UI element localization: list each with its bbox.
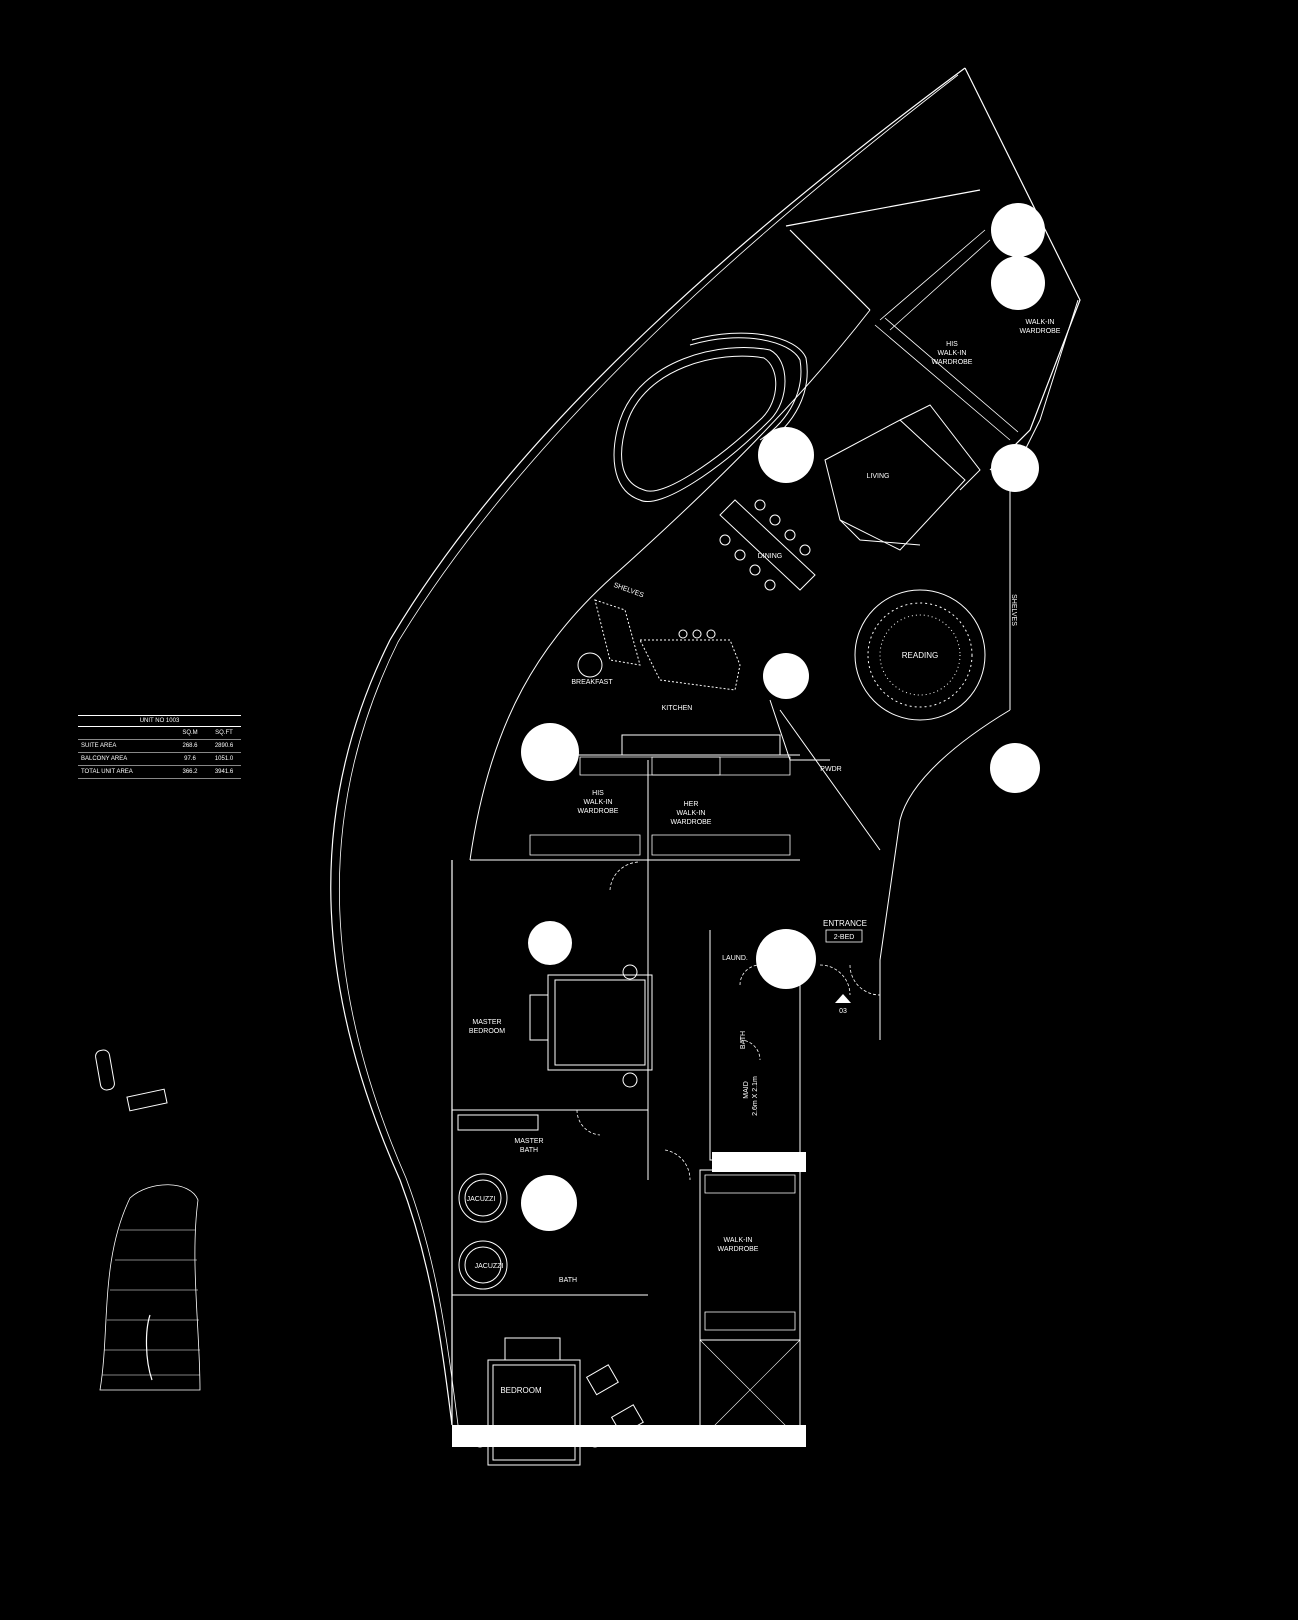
kitchen-island [577, 599, 781, 756]
reading-lounge [854, 589, 986, 721]
area-table-cell: 268.6 [182, 743, 198, 749]
marker-circle [528, 921, 572, 965]
marker-circle [991, 256, 1045, 310]
area-table-cell: 3941.6 [214, 769, 234, 775]
label-his-walkin-top-1: HIS [946, 341, 958, 348]
label-her-walkin-2: WALK-IN [677, 810, 706, 817]
label-reading: READING [902, 651, 938, 660]
marker-circle [758, 427, 814, 483]
label-walkin-right-1: WALK-IN [1026, 319, 1055, 326]
label-shelves-right: SHELVES [1010, 594, 1017, 626]
label-laundry: LAUND. [722, 955, 748, 962]
area-table-cell: 366.2 [182, 769, 198, 775]
label-his-walkin-top-3: WARDROBE [932, 359, 973, 366]
label-walkin-wardrobe-1: WALK-IN [724, 1237, 753, 1244]
label-master-bath-2: BATH [520, 1147, 538, 1154]
dining-table [719, 499, 816, 591]
area-table-cell: SUITE AREA [81, 743, 117, 749]
wardrobe-hatching [529, 229, 1019, 1331]
label-entrance-tag: 2-BED [834, 934, 855, 941]
label-her-walkin-3: WARDROBE [671, 819, 712, 826]
marker-circle [990, 743, 1040, 793]
label-bath: BATH [559, 1277, 577, 1284]
room-labels: HIS WALK-IN WARDROBE WALK-IN WARDROBE LI… [467, 319, 1061, 1395]
marker-circle [521, 723, 579, 781]
label-his-walkin-2: WALK-IN [584, 799, 613, 806]
area-table-cell: BALCONY AREA [81, 756, 128, 762]
label-her-walkin-1: HER [684, 801, 699, 808]
interior-walls [452, 299, 1079, 1441]
label-his-walkin-3: WARDROBE [578, 808, 619, 815]
area-table-row: TOTAL UNIT AREA 366.2 3941.6 [78, 766, 241, 779]
marker-circle [756, 929, 816, 989]
label-walkin-wardrobe-2: WARDROBE [718, 1246, 759, 1253]
area-table-cell: 1051.0 [214, 756, 234, 762]
label-master-bath-1: MASTER [514, 1138, 543, 1145]
label-kitchen: KITCHEN [662, 705, 693, 712]
label-dining: DINING [758, 553, 783, 560]
marker-circle [991, 444, 1039, 492]
site-plan-icon [95, 1049, 168, 1112]
label-maid: MAID [743, 1081, 750, 1099]
label-walkin-right-2: WARDROBE [1020, 328, 1061, 335]
pool [613, 332, 808, 502]
door-swings [576, 861, 881, 1181]
label-bedroom: BEDROOM [500, 1386, 542, 1395]
area-table: UNIT NO 1003 SQ.M SQ.FT SUITE AREA 268.6… [78, 715, 241, 779]
area-table-cell: 2890.6 [214, 743, 234, 749]
label-maid-size: 2.6m X 2.1m [752, 1076, 759, 1116]
label-his-walkin-1: HIS [592, 790, 604, 797]
label-his-walkin-top-2: WALK-IN [938, 350, 967, 357]
area-table-cell: 97.6 [184, 756, 196, 762]
jacuzzis [457, 1114, 539, 1290]
key-plan [99, 1184, 201, 1391]
area-table-title: UNIT NO 1003 [78, 715, 241, 727]
label-entrance-marker: 03 [839, 1008, 847, 1015]
living-sofa [824, 404, 981, 551]
entrance-arrow-icon [835, 994, 851, 1003]
building-outline [330, 67, 1081, 1426]
area-table-header-cell: SQ.M [182, 730, 198, 736]
marker-circle [763, 653, 809, 699]
label-entrance: ENTRANCE [823, 919, 867, 928]
marker-circle [521, 1175, 577, 1231]
bottom-band [452, 1425, 806, 1447]
marker-circles [521, 203, 1045, 1231]
label-living: LIVING [867, 473, 890, 480]
label-master-bedroom-2: BEDROOM [469, 1028, 505, 1035]
area-table-header-cell: SQ.FT [215, 730, 233, 736]
label-breakfast: BREAKFAST [571, 679, 613, 686]
area-table-row: SUITE AREA 268.6 2890.6 [78, 740, 241, 753]
label-jacuzzi-2: JACUZZI [475, 1263, 504, 1270]
label-jacuzzi-1: JACUZZI [467, 1196, 496, 1203]
label-bath-small: BATH [740, 1031, 747, 1049]
mid-band [712, 1152, 806, 1172]
area-table-header: SQ.M SQ.FT [78, 727, 241, 740]
marker-circle [991, 203, 1045, 257]
master-bed [529, 964, 653, 1088]
area-table-row: BALCONY AREA 97.6 1051.0 [78, 753, 241, 766]
label-master-bedroom-1: MASTER [472, 1019, 501, 1026]
label-pwdr: PWDR [820, 766, 841, 773]
area-table-cell: TOTAL UNIT AREA [81, 769, 133, 775]
area-table-header-cell [78, 730, 173, 736]
